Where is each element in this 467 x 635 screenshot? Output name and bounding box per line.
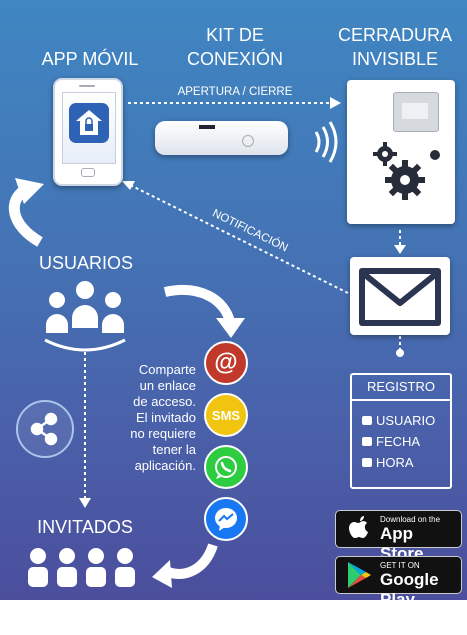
at-sign-icon: @ bbox=[214, 349, 238, 376]
kit-title-line2: CONEXIÓN bbox=[186, 49, 283, 69]
app-movil-label: APP MÓVIL bbox=[41, 49, 139, 69]
share-line-3: de acceso. bbox=[133, 394, 196, 409]
users-group-icon bbox=[0, 0, 467, 600]
hora-checkbox bbox=[362, 458, 372, 467]
app-icon bbox=[69, 103, 109, 143]
share-line-2: un enlace bbox=[139, 378, 196, 393]
gears-icon bbox=[373, 142, 440, 200]
registro-item-fecha: FECHA bbox=[376, 434, 421, 449]
whatsapp-icon bbox=[215, 456, 237, 479]
cerradura-title-line1: CERRADURA bbox=[337, 25, 452, 45]
apertura-cierre-label: APERTURA / CIERRE bbox=[177, 86, 293, 98]
notification-mail-panel bbox=[350, 257, 450, 335]
sms-icon: SMS bbox=[211, 407, 241, 423]
share-line-1: Comparte bbox=[138, 362, 196, 377]
kit-device bbox=[155, 121, 288, 155]
envelope-icon bbox=[359, 268, 441, 326]
invitados-label: INVITADOS bbox=[37, 517, 133, 537]
registro-panel: REGISTRO USUARIO FECHA HORA bbox=[350, 373, 452, 489]
lock-device bbox=[393, 92, 439, 132]
fecha-checkbox bbox=[362, 437, 372, 446]
usuarios-label: USUARIOS bbox=[38, 253, 134, 273]
registro-title: REGISTRO bbox=[352, 375, 450, 401]
share-button[interactable] bbox=[16, 400, 74, 458]
share-line-5: no requiere bbox=[130, 426, 196, 441]
google-play-badge[interactable]: GET IT ON Google Play bbox=[335, 556, 462, 600]
whatsapp-channel-button[interactable] bbox=[204, 445, 248, 489]
registro-item-hora: HORA bbox=[376, 455, 414, 470]
email-channel-button[interactable]: @ bbox=[204, 341, 248, 385]
sms-channel-button[interactable]: SMS bbox=[204, 393, 248, 437]
phone-screen bbox=[62, 92, 116, 164]
share-line-4: El invitado bbox=[136, 410, 196, 425]
guests-icon bbox=[0, 0, 467, 600]
share-description: Comparte un enlace de acceso. El invitad… bbox=[106, 362, 196, 474]
usuario-checkbox bbox=[362, 416, 372, 425]
registro-title-text: REGISTRO bbox=[367, 379, 435, 394]
connector-arrows bbox=[0, 0, 467, 600]
app-store-badge[interactable]: Download on the App Store bbox=[335, 510, 462, 563]
google-play-icon bbox=[348, 562, 371, 588]
google-play-big-text: Google Play bbox=[380, 570, 439, 600]
home-lock-icon bbox=[76, 110, 102, 135]
google-play-small-text: GET IT ON bbox=[380, 561, 420, 570]
lock-panel bbox=[347, 80, 455, 224]
app-store-small-text: Download on the bbox=[380, 515, 441, 524]
kit-title-line1: KIT DE bbox=[206, 25, 264, 45]
registro-item-usuario: USUARIO bbox=[376, 413, 436, 428]
messenger-channel-button[interactable] bbox=[204, 497, 248, 541]
infographic-canvas: APP MÓVIL KIT DE CONEXIÓN CERRADURA INVI… bbox=[0, 0, 467, 600]
share-line-6: tener la bbox=[152, 442, 196, 457]
share-icon bbox=[30, 412, 58, 446]
messenger-icon bbox=[215, 508, 237, 531]
cerradura-title-line2: INVISIBLE bbox=[351, 49, 439, 69]
phone-device bbox=[53, 78, 123, 186]
apple-icon bbox=[349, 516, 368, 538]
share-line-7: aplicación. bbox=[134, 458, 196, 473]
